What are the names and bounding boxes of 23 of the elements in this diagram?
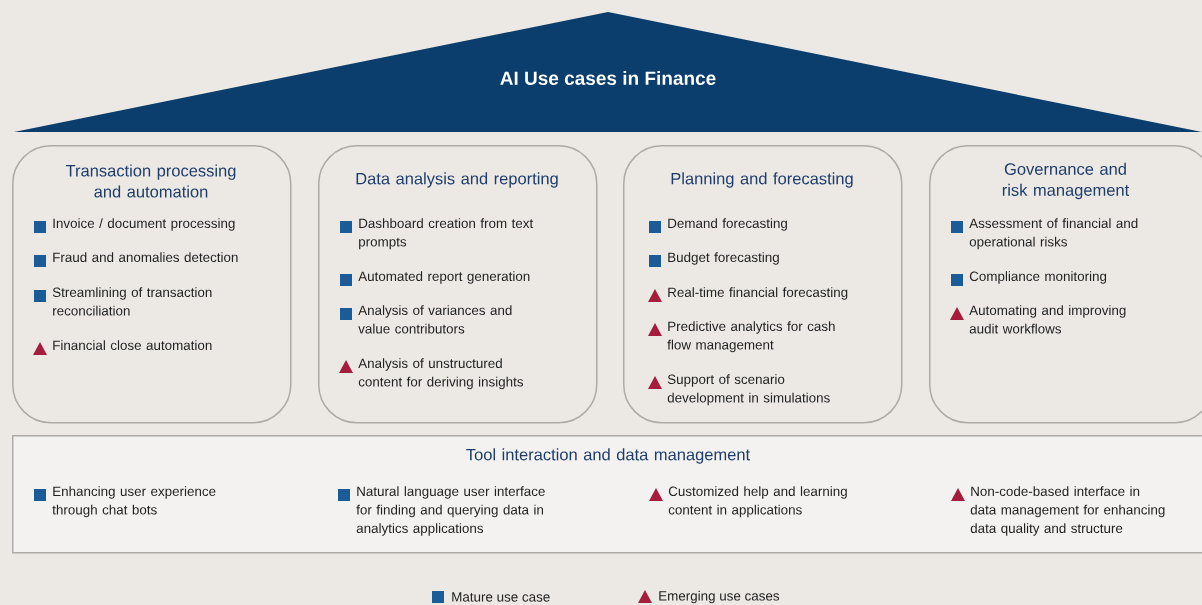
use-case-text: Support of scenario development in simulations bbox=[667, 374, 830, 406]
use-case-text: Natural language user interface for finding and querying data in analytics applications bbox=[356, 486, 545, 536]
use-case-text: Real-time financial forecasting bbox=[668, 287, 848, 300]
roof-banner: AI Use cases in Finance bbox=[14, 12, 1202, 132]
use-case-text: Automated report generation bbox=[358, 271, 530, 284]
use-case-text: Financial close automation bbox=[53, 340, 212, 351]
use-case-text: Budget forecasting bbox=[668, 252, 779, 265]
legend-label: Emerging use cases bbox=[659, 590, 780, 604]
use-case-text: Predictive analytics for cash flow management bbox=[667, 321, 835, 353]
use-case-text: Assessment of financial and operational risks bbox=[969, 218, 1138, 250]
use-case-text: Automating and improving audit workflows bbox=[969, 305, 1126, 334]
use-case-text: Non-code-based interface in data management for enhancing data quality and structure bbox=[970, 486, 1165, 536]
use-case-text: Fraud and anomalies detection bbox=[53, 252, 238, 263]
use-case-text: Demand forecasting bbox=[668, 218, 787, 231]
use-case-text: Compliance monitoring bbox=[969, 271, 1107, 284]
legend-label: Mature use case bbox=[452, 592, 550, 602]
use-case-text: Analysis of variances and value contributors bbox=[358, 305, 512, 334]
use-case-text: Enhancing user experience through chat bots bbox=[52, 486, 216, 518]
use-case-text: Invoice / document processing bbox=[53, 218, 235, 231]
use-case-text: Streamlining of transaction reconciliation bbox=[52, 287, 212, 316]
use-case-text: Analysis of unstructured content for deriving insights bbox=[358, 358, 524, 390]
use-case-text: Customized help and learning content in applications bbox=[668, 486, 847, 518]
use-case-text: Dashboard creation from text prompts bbox=[359, 218, 534, 250]
